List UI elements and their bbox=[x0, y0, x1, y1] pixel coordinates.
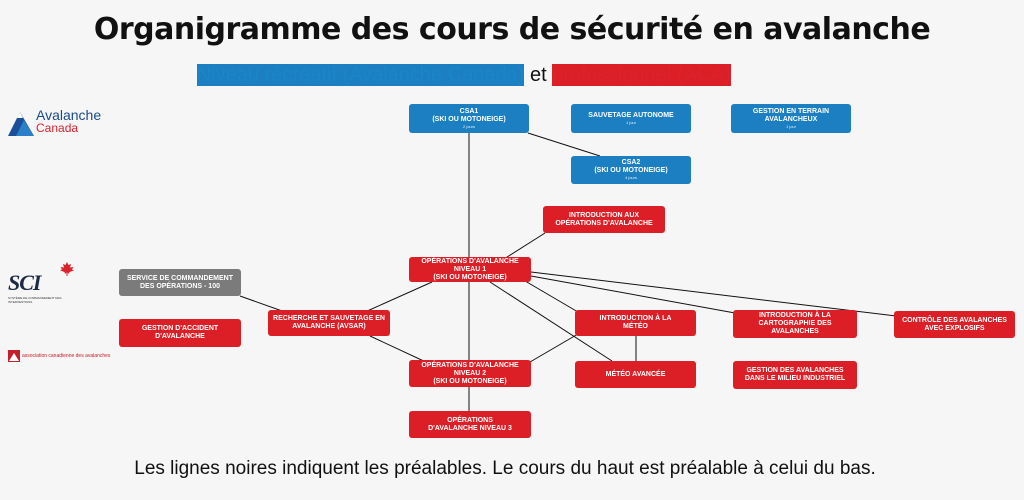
course-controle-explosifs: CONTRÔLE DES AVALANCHES AVEC EXPLOSIFS bbox=[894, 311, 1015, 338]
edge-ops1-meteoavancee bbox=[489, 281, 613, 362]
avalanche-canada-line2: Canada bbox=[36, 121, 79, 135]
subtitle-professional: professionnel (ACA) bbox=[552, 64, 732, 86]
course-gestion-industriel-label: GESTION DES AVALANCHES DANS LE MILIEU IN… bbox=[744, 367, 846, 382]
avalanche-canada-logo: Avalanche Canada bbox=[8, 106, 108, 136]
course-gestion-accident-label: GESTION D'ACCIDENT D'AVALANCHE bbox=[141, 325, 219, 340]
course-recherche-sauvetage: RECHERCHE ET SAUVETAGE EN AVALANCHE (AVS… bbox=[268, 310, 390, 336]
course-gestion-terrain-duration: 1 jour bbox=[785, 123, 796, 129]
footer-note: Les lignes noires indiquent les préalabl… bbox=[134, 458, 876, 479]
edge-ops1-controle bbox=[530, 271, 897, 317]
avalanche-canada-line1: Avalanche bbox=[36, 107, 102, 123]
course-csa2-duration: 4 jours bbox=[624, 175, 637, 180]
course-csa1-label: CSA1 (SKI OU MOTONEIGE) bbox=[432, 107, 506, 123]
course-recherche-label: RECHERCHE ET SAUVETAGE EN AVALANCHE (AVS… bbox=[273, 315, 385, 330]
course-csa2-label: CSA2 (SKI OU MOTONEIGE) bbox=[594, 159, 668, 174]
mountain-icon bbox=[8, 112, 34, 136]
edge-ops1-intrometeo bbox=[519, 277, 579, 313]
page-subtitle: Niveau récréatif (Avalanche Canada) et p… bbox=[0, 64, 928, 87]
course-intro-cartographie: INTRODUCTION À LA CARTOGRAPHIE DES AVALA… bbox=[733, 310, 857, 338]
edge-ops1-introcarto bbox=[530, 275, 736, 314]
course-operations-niveau-3: OPÉRATIONS D'AVALANCHE NIVEAU 3 bbox=[409, 411, 531, 438]
course-sauvetage-autonome: SAUVETAGE AUTONOME 1 jour bbox=[571, 104, 691, 133]
course-csa1: CSA1 (SKI OU MOTONEIGE) 2 jours bbox=[409, 104, 529, 133]
sci-caption: SYSTÈME DE COMMANDEMENT DES INTERVENTION… bbox=[8, 296, 62, 304]
course-operations-niveau-2: OPÉRATIONS D'AVALANCHE NIVEAU 2 (SKI OU … bbox=[409, 360, 531, 387]
course-operations-niveau-1: OPÉRATIONS D'AVALANCHE NIVEAU 1 (SKI OU … bbox=[409, 257, 531, 282]
course-ops2-label: OPÉRATIONS D'AVALANCHE NIVEAU 2 (SKI OU … bbox=[421, 361, 519, 385]
course-intro-carto-label: INTRODUCTION À LA CARTOGRAPHIE DES AVALA… bbox=[758, 312, 832, 335]
subtitle-recreational: Niveau récréatif (Avalanche Canada) bbox=[196, 64, 525, 86]
course-sauvetage-duration: 1 jour bbox=[625, 119, 636, 125]
course-sci-100: SERVICE DE COMMANDEMENT DES OPÉRATIONS -… bbox=[119, 269, 241, 296]
edge-csa1-csa2 bbox=[527, 132, 601, 157]
edge-recherche-ops2 bbox=[369, 335, 429, 364]
course-gestion-accident: GESTION D'ACCIDENT D'AVALANCHE bbox=[119, 319, 241, 347]
course-ops1-label: OPÉRATIONS D'AVALANCHE NIVEAU 1 (SKI OU … bbox=[421, 257, 519, 281]
course-gestion-terrain: GESTION EN TERRAIN AVALANCHEUX 1 jour bbox=[731, 104, 851, 133]
caa-logo: association canadienne des avalanches bbox=[8, 350, 111, 364]
edge-ops1-recherche bbox=[364, 281, 433, 313]
course-meteo-avancee: MÉTÉO AVANCÉE bbox=[575, 361, 696, 388]
course-sauvetage-label: SAUVETAGE AUTONOME bbox=[588, 111, 674, 119]
maple-leaf-icon bbox=[60, 262, 74, 276]
course-intro-meteo: INTRODUCTION À LA MÉTÉO bbox=[575, 310, 696, 336]
course-csa2: CSA2 (SKI OU MOTONEIGE) 4 jours bbox=[571, 156, 691, 184]
course-gestion-terrain-label: GESTION EN TERRAIN AVALANCHEUX bbox=[752, 107, 830, 123]
edge-introops-ops1 bbox=[503, 232, 546, 260]
course-sci100-label: SERVICE DE COMMANDEMENT DES OPÉRATIONS -… bbox=[126, 274, 234, 290]
subtitle-connector: et bbox=[529, 64, 547, 86]
course-controle-label: CONTRÔLE DES AVALANCHES AVEC EXPLOSIFS bbox=[902, 316, 1007, 332]
course-intro-operations-label: INTRODUCTION AUX OPÉRATIONS D'AVALANCHE bbox=[555, 211, 653, 227]
edge-intrometeo-ops2 bbox=[529, 333, 579, 363]
course-meteo-avancee-label: MÉTÉO AVANCÉE bbox=[605, 370, 666, 378]
caa-text: association canadienne des avalanches bbox=[22, 353, 111, 359]
sci-wordmark: SCI bbox=[8, 270, 41, 295]
course-intro-operations: INTRODUCTION AUX OPÉRATIONS D'AVALANCHE bbox=[543, 206, 665, 233]
edge-sci100-recherche bbox=[239, 295, 286, 313]
caa-emblem-icon bbox=[8, 350, 20, 362]
course-csa1-duration: 2 jours bbox=[462, 123, 475, 129]
course-ops3-label: OPÉRATIONS D'AVALANCHE NIVEAU 3 bbox=[428, 416, 512, 432]
sci-logo: SCI SYSTÈME DE COMMANDEMENT DES INTERVEN… bbox=[8, 262, 88, 308]
course-intro-meteo-label: INTRODUCTION À LA MÉTÉO bbox=[599, 315, 672, 330]
page-title: Organigramme des cours de sécurité en av… bbox=[93, 12, 931, 47]
course-gestion-industriel: GESTION DES AVALANCHES DANS LE MILIEU IN… bbox=[733, 361, 857, 389]
